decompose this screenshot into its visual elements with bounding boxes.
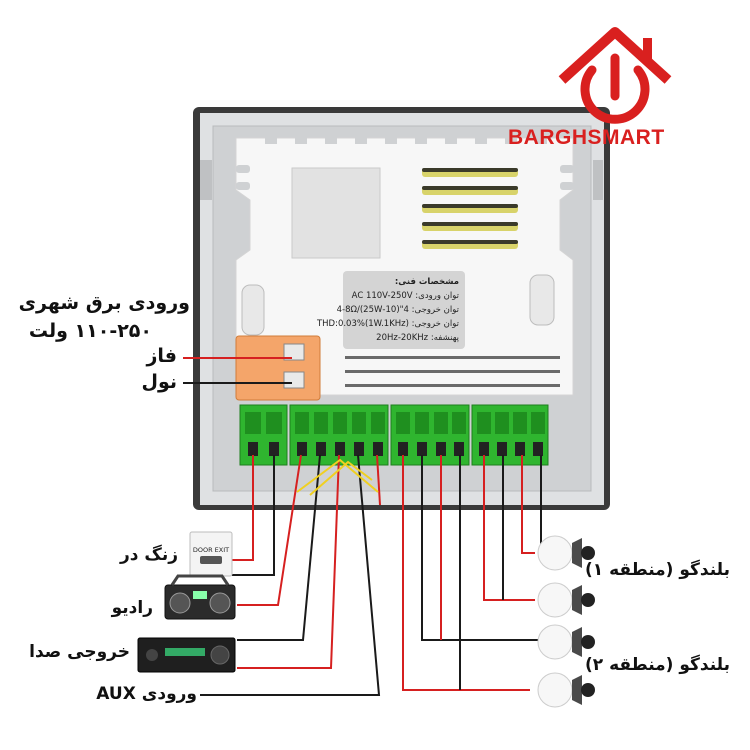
door-bell-wire-b (232, 455, 275, 576)
door-bell-label: زنگ در (119, 545, 178, 565)
output-wires (402, 455, 542, 691)
cover-notches (265, 130, 547, 144)
lower-vents (345, 356, 560, 387)
cover-window (291, 167, 381, 259)
speaker-zone-1-label: بلندگو (منطقه ۱) (585, 560, 730, 580)
ceiling-speaker-icon (537, 624, 595, 660)
power-terminal-phase (283, 343, 305, 361)
barghsmart-logo-icon (558, 27, 672, 124)
power-terminal-neutral (283, 371, 305, 389)
av-receiver-icon (137, 637, 236, 673)
brand-name: BARGHSMART (508, 126, 665, 149)
ceiling-speaker-icon (537, 535, 595, 571)
terminal-block-1 (239, 404, 288, 466)
mount-slot-left (200, 160, 212, 200)
speaker-zone-2-label: بلندگو (منطقه ۲) (585, 655, 730, 675)
spec-label: مشخصات فنی: توان ورودی: AC 110V-250V توا… (316, 271, 465, 349)
power-input-voltage: ۱۱۰-۲۵۰ ولت (28, 320, 152, 342)
boombox-radio-icon (164, 574, 236, 620)
phase-label: فاز (146, 345, 177, 367)
mount-slot-right (593, 160, 603, 200)
aux-input-label: ورودی AUX (96, 684, 197, 704)
aux-wire-a (200, 454, 381, 696)
spk4-wire-red (402, 455, 530, 691)
door-bell-wire-a (232, 455, 254, 561)
spec-line: توان خروجی: THD:0.03%(1W.1KHz) (316, 319, 459, 329)
power-input-title: ورودی برق شهری (18, 292, 190, 314)
spec-title: مشخصات فنی: (394, 277, 459, 287)
spec-line: توان خروجی: 4"(10-25W)/4-8Ω (336, 305, 459, 315)
clip-tab-right (529, 274, 555, 326)
radio-label: رادیو (111, 598, 153, 618)
amplifier-module (193, 107, 610, 510)
power-terminal-block (235, 335, 321, 401)
spec-line: توان ورودی: AC 110V-250V (351, 291, 459, 301)
yellow-bridge-1 (296, 458, 379, 493)
audio-output-label: خروجی صدا (29, 642, 130, 662)
door-label-top: DOOR EXIT (193, 546, 229, 554)
spec-line: پهنشفه: 20Hz-20KHz (376, 333, 459, 343)
spk2-wire-red (483, 455, 535, 601)
audio-out-wire-a (237, 454, 340, 669)
radio-wire-b (237, 454, 321, 641)
heatsink-fins (422, 168, 518, 249)
spk3-wire-black (421, 455, 540, 641)
ceiling-speaker-icon (537, 672, 595, 708)
input-wires (200, 454, 381, 696)
spk1-wire-red (521, 455, 535, 554)
ceiling-speaker-icon (537, 582, 595, 618)
door-exit-button-icon: DOOR EXIT (189, 531, 233, 577)
neutral-label: نول (141, 371, 177, 393)
aux-wire-b (376, 454, 381, 506)
clip-tab-left (241, 284, 265, 336)
yellow-bridge-2 (309, 460, 373, 496)
radio-wire-a (237, 454, 302, 606)
side-vents (236, 165, 574, 190)
